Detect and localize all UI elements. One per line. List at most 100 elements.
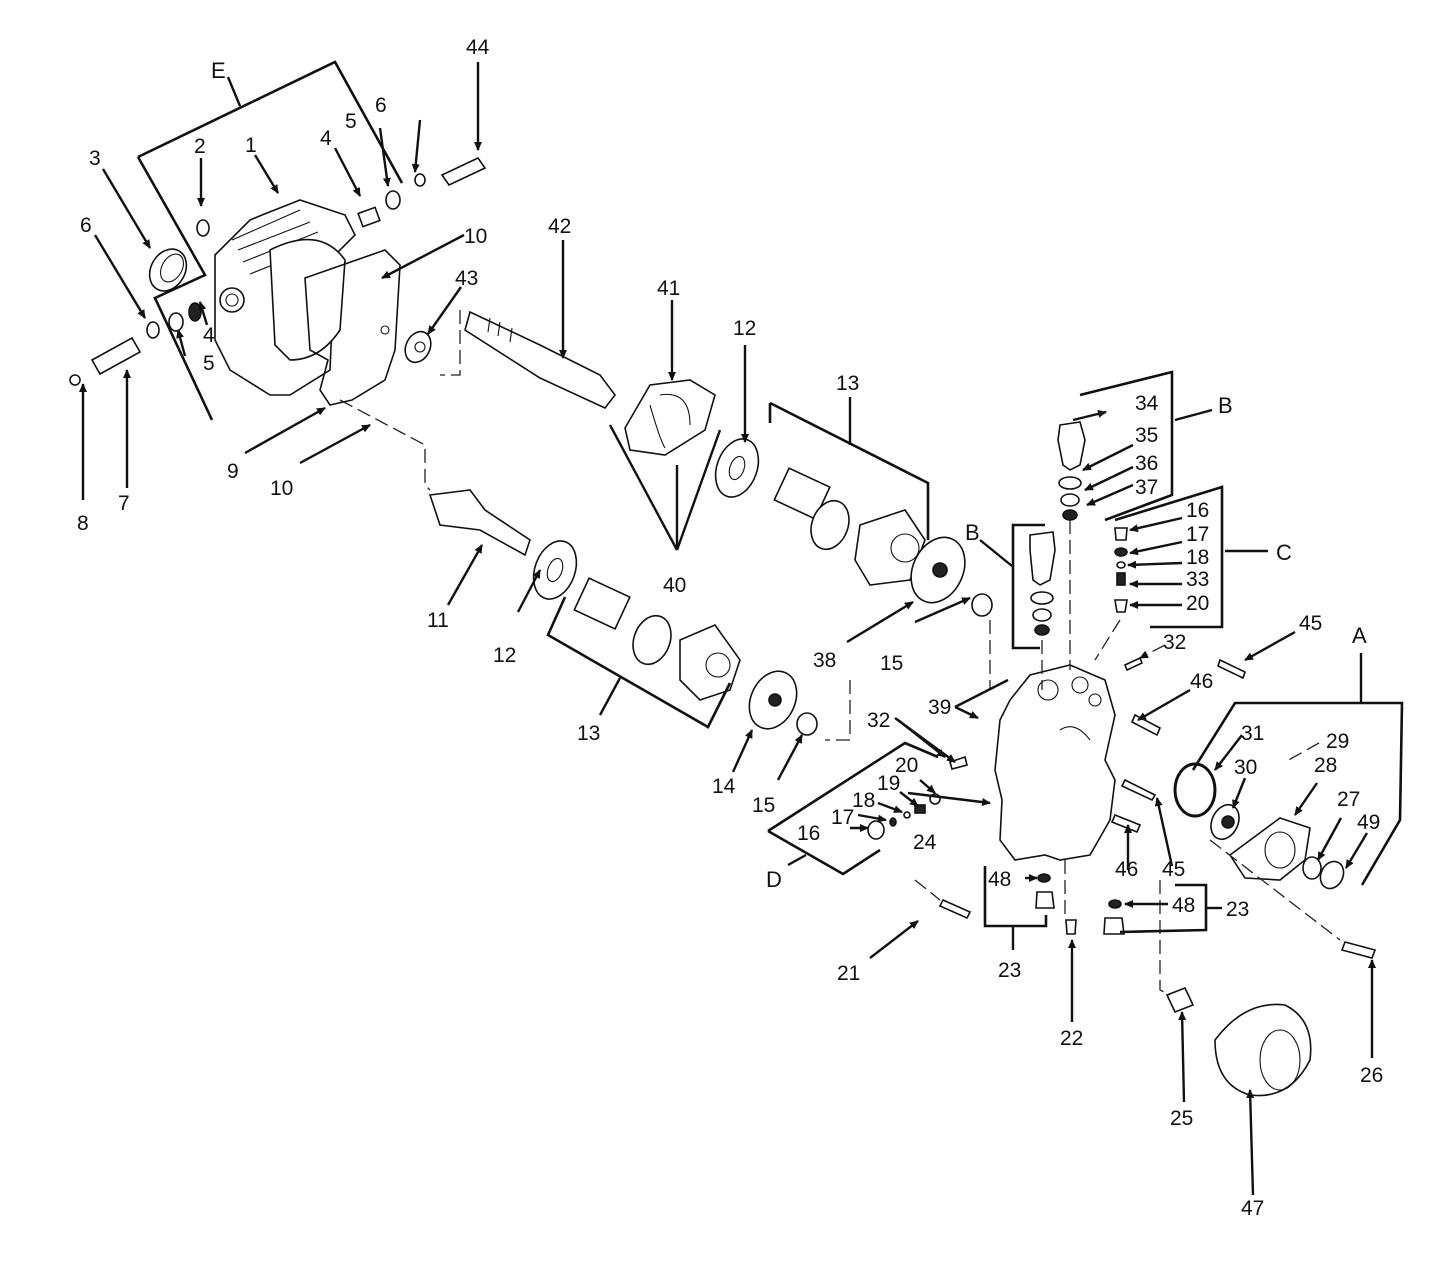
- callout-48-right: 48: [1172, 894, 1195, 917]
- callout-4: 4: [320, 127, 332, 150]
- callout-2: 2: [194, 135, 206, 158]
- callout-46-top: 46: [1190, 670, 1213, 693]
- callout-24: 24: [913, 831, 937, 854]
- callout-32-top: 32: [1163, 631, 1186, 654]
- callout-10-top: 10: [464, 225, 487, 248]
- callout-22: 22: [1060, 1027, 1083, 1050]
- callout-26: 26: [1360, 1064, 1383, 1087]
- bracket-b-left: [979, 523, 1045, 650]
- callout-1: 1: [245, 134, 257, 157]
- housing-part-1: [214, 199, 356, 396]
- callout-13-top: 13: [836, 372, 859, 395]
- callout-32-left: 32: [867, 709, 890, 732]
- callout-38: 38: [813, 649, 836, 672]
- bracket-e: [136, 60, 404, 421]
- callout-45-bottom: 45: [1162, 858, 1185, 881]
- callout-11: 11: [427, 609, 449, 632]
- filter-part-47: [1214, 1003, 1312, 1097]
- charge-pump-parts-a: [1173, 762, 1345, 890]
- small-parts-left: [69, 156, 487, 386]
- bearing-part-3: [148, 248, 188, 292]
- callout-15-top: 15: [880, 652, 903, 675]
- shaft-part-42: [464, 310, 617, 409]
- rotating-group-upper-13: [773, 467, 966, 604]
- callout-6-left: 6: [80, 214, 92, 237]
- group-label-b-top: B: [1218, 393, 1233, 418]
- shaft-part-11: [428, 489, 531, 557]
- callout-18-d: 18: [852, 789, 875, 812]
- callout-20-c: 20: [1186, 592, 1209, 615]
- group-label-c: C: [1276, 540, 1292, 565]
- center-section-part-24: [994, 664, 1116, 861]
- group-label-e: E: [211, 58, 226, 83]
- bracket-a: [1191, 653, 1404, 886]
- leader-arrows: [79, 62, 1376, 1196]
- bracket-13-lower: [546, 596, 732, 729]
- callout-4-left: 4: [203, 324, 215, 347]
- callout-labels: E 44 6 5 4 1 2 3 6 10 43 4 5 7 8 9 10 42…: [77, 36, 1383, 1220]
- callout-7: 7: [118, 492, 130, 515]
- callout-31: 31: [1241, 722, 1264, 745]
- group-label-b-left: B: [965, 520, 980, 545]
- callout-25: 25: [1170, 1107, 1193, 1130]
- callout-36: 36: [1135, 452, 1158, 475]
- center-lines: [339, 310, 1341, 996]
- bracket-c: [1114, 485, 1268, 629]
- valve-cartridge-left-b: [1029, 531, 1056, 636]
- callout-16-d: 16: [797, 822, 820, 845]
- callout-12-bottom: 12: [493, 644, 516, 667]
- bracket-d: [767, 741, 939, 876]
- thrust-washer-part-12: [532, 438, 760, 600]
- bolts: [938, 656, 1377, 959]
- check-valve-parts-c: [1114, 527, 1128, 613]
- callout-20-d: 20: [895, 754, 918, 777]
- bracket-23-right: [1119, 883, 1222, 934]
- callout-23-left: 23: [998, 959, 1021, 982]
- callout-18-c: 18: [1186, 546, 1209, 569]
- callout-13-bottom: 13: [577, 722, 600, 745]
- callout-12-top: 12: [733, 317, 756, 340]
- callout-35: 35: [1135, 424, 1158, 447]
- bracket-23-left: [983, 866, 1048, 950]
- gasket-part-9: [304, 249, 401, 406]
- callout-45-top: 45: [1299, 612, 1322, 635]
- callout-49: 49: [1357, 811, 1380, 834]
- callout-6: 6: [375, 94, 387, 117]
- callout-46-bottom: 46: [1115, 858, 1138, 881]
- callout-28: 28: [1314, 754, 1337, 777]
- callout-47: 47: [1241, 1197, 1264, 1220]
- fitting-part-25: [1165, 986, 1195, 1014]
- callout-15-bottom: 15: [752, 794, 775, 817]
- valve-cartridge-part-34: [1057, 421, 1086, 521]
- swashplate-part-41: [624, 379, 716, 456]
- callout-44: 44: [466, 36, 490, 59]
- callout-34: 34: [1135, 392, 1159, 415]
- callout-30: 30: [1234, 756, 1257, 779]
- bearing-part-15: [796, 593, 993, 736]
- callout-8: 8: [77, 512, 89, 535]
- callout-43: 43: [455, 267, 478, 290]
- callout-3: 3: [89, 147, 101, 170]
- callout-39: 39: [928, 696, 951, 719]
- group-label-d: D: [766, 867, 782, 892]
- callout-27: 27: [1337, 788, 1360, 811]
- callout-41: 41: [657, 277, 680, 300]
- callout-10-bottom: 10: [270, 477, 293, 500]
- callout-33: 33: [1186, 568, 1209, 591]
- callout-19: 19: [877, 772, 900, 795]
- callout-9: 9: [227, 460, 239, 483]
- rotating-group-lower-13: [573, 577, 798, 730]
- callout-21: 21: [837, 962, 860, 985]
- bracket-40: [608, 424, 722, 551]
- bracket-b-upper: [1079, 370, 1213, 522]
- callout-23-right: 23: [1226, 898, 1249, 921]
- callout-5-left: 5: [203, 352, 215, 375]
- callout-5: 5: [345, 110, 357, 133]
- callout-37: 37: [1135, 476, 1158, 499]
- plugs-part-23: [1035, 873, 1125, 935]
- bracket-13-upper: [768, 397, 930, 540]
- callout-17-d: 17: [831, 806, 854, 829]
- callout-16-c: 16: [1186, 499, 1209, 522]
- callout-17-c: 17: [1186, 523, 1209, 546]
